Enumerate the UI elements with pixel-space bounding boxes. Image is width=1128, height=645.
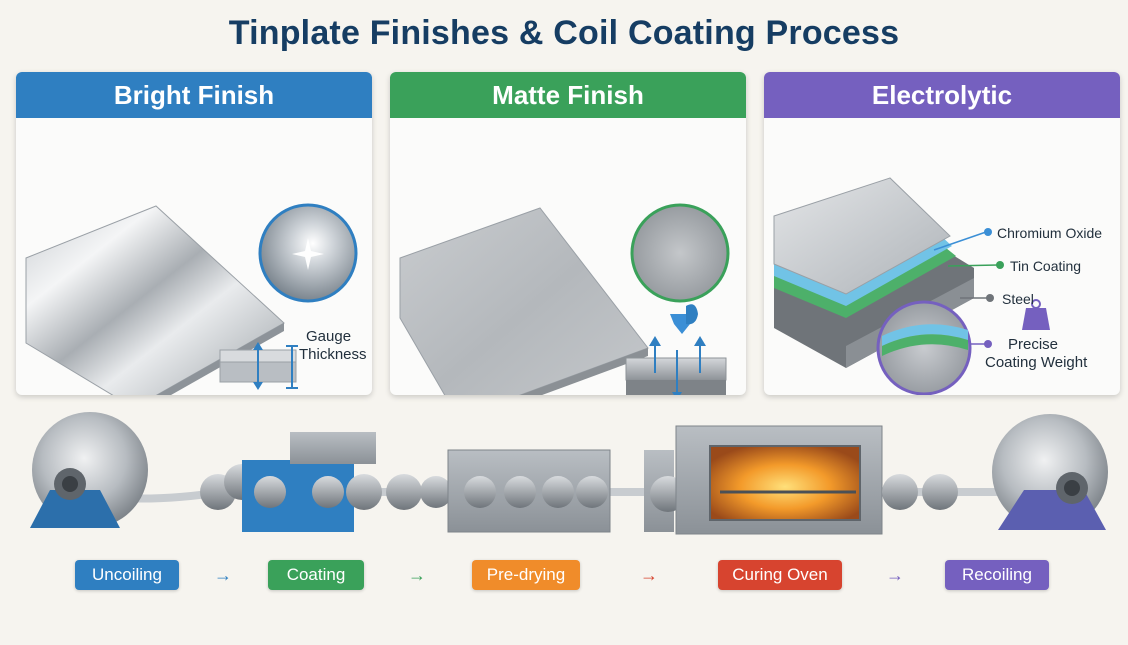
step-curing-oven: Curing Oven bbox=[718, 560, 842, 590]
electrolytic-layers-illustration bbox=[773, 177, 1050, 395]
arrow-1: → bbox=[214, 565, 232, 585]
layer-label-steel: Steel bbox=[1002, 291, 1034, 307]
card-matte-finish: Matte Finish bbox=[390, 72, 746, 395]
step-pre-drying: Pre-drying bbox=[472, 560, 580, 590]
card-heading: Electrolytic bbox=[764, 72, 1120, 118]
layer-label-tin-coating: Tin Coating bbox=[1010, 258, 1082, 274]
card-bright-finish: Bright Finish bbox=[16, 72, 372, 395]
coil-coating-line-illustration bbox=[30, 412, 1108, 535]
matte-sheet-illustration bbox=[399, 203, 730, 395]
gauge-label: Gauge bbox=[306, 328, 352, 345]
card-heading: Bright Finish bbox=[16, 72, 372, 118]
step-coating: Coating bbox=[268, 560, 364, 590]
matte-closeup-circle bbox=[630, 203, 730, 303]
step-recoiling: Recoiling bbox=[945, 560, 1049, 590]
step-uncoiling: Uncoiling bbox=[75, 560, 179, 590]
electrolytic-closeup-circle bbox=[876, 300, 972, 395]
arrow-4: → bbox=[886, 565, 904, 585]
arrow-2: → bbox=[408, 565, 426, 585]
coating-weight-label: Coating Weight bbox=[985, 354, 1088, 371]
thickness-label: Thickness bbox=[299, 346, 367, 363]
bright-sheet-illustration bbox=[25, 203, 358, 395]
layer-label-chromium-oxide: Chromium Oxide bbox=[997, 225, 1103, 241]
arrow-3: → bbox=[640, 565, 658, 585]
card-electrolytic: Electrolytic bbox=[764, 72, 1120, 395]
precise-label: Precise bbox=[1008, 336, 1059, 353]
uncoil-stand bbox=[30, 490, 120, 528]
page-title: Tinplate Finishes & Coil Coating Process bbox=[228, 14, 900, 52]
card-heading: Matte Finish bbox=[390, 72, 746, 118]
